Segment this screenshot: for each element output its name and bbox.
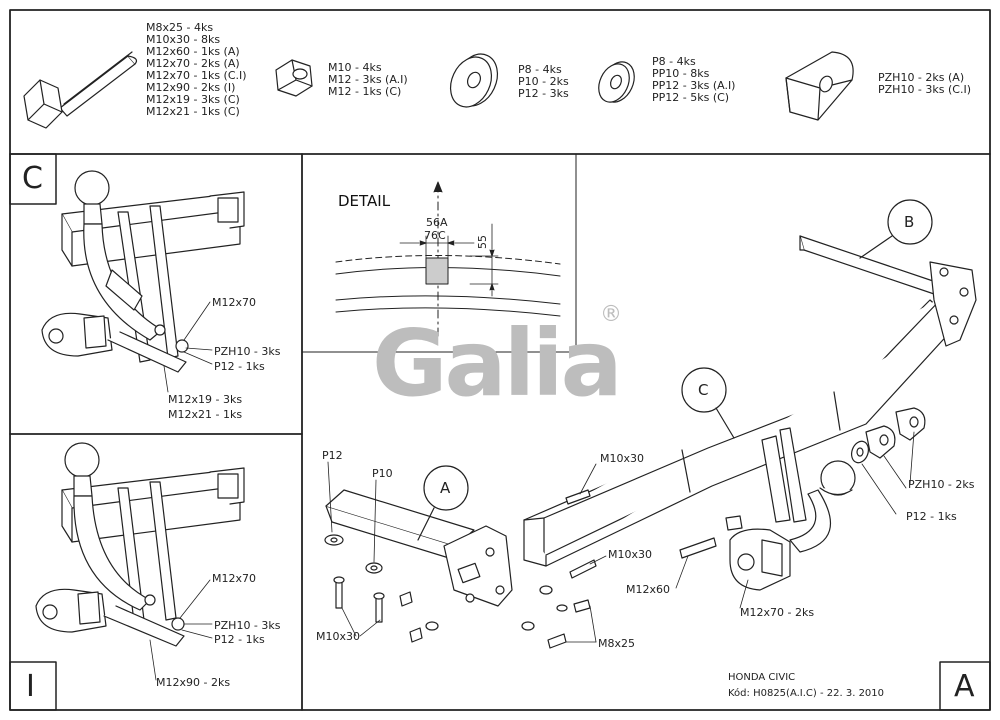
callout-c-circle bbox=[681, 367, 735, 439]
washer-pp-list-item: PP12 - 5ks (C) bbox=[652, 91, 730, 104]
callout-a-circle bbox=[417, 465, 469, 541]
callout-a-label: A bbox=[440, 479, 451, 497]
drawing-frame bbox=[9, 9, 991, 711]
bolt-list: M8x25 - 4ks M10x30 - 8ks M12x60 - 1ks (A… bbox=[146, 22, 247, 118]
panel-c-label: M12x70 bbox=[212, 296, 256, 309]
panel-leaders bbox=[149, 301, 213, 681]
label-m10x30-mid: M10x30 bbox=[608, 548, 652, 561]
spacer-list-item: PZH10 - 3ks (C.I) bbox=[878, 83, 972, 96]
washer-p-list-item: P10 - 2ks bbox=[518, 75, 569, 88]
panel-i-drawing bbox=[35, 442, 245, 647]
model-name: HONDA CIVIC bbox=[728, 672, 796, 683]
detail-title: DETAIL bbox=[338, 192, 391, 210]
panel-c-letter: C bbox=[22, 161, 43, 196]
panel-c-label: PZH10 - 3ks bbox=[214, 345, 281, 358]
panel-i-label: M12x90 - 2ks bbox=[156, 676, 231, 689]
callout-b-label: B bbox=[904, 213, 915, 231]
washer-pp-list-item: PP10 - 8ks bbox=[652, 67, 710, 80]
detail-drawing bbox=[335, 181, 561, 341]
panel-i-letter: I bbox=[26, 669, 35, 704]
washer-p-list: P8 - 4ks P10 - 2ks P12 - 3ks bbox=[518, 64, 569, 100]
label-p12: P12 bbox=[322, 449, 343, 462]
bolt-list-item: M12x70 - 1ks (C.I) bbox=[146, 69, 247, 82]
letter-boxes bbox=[9, 153, 991, 711]
nut-list-item: M10 - 4ks bbox=[328, 61, 382, 74]
washer-p-list-item: P8 - 4ks bbox=[518, 63, 562, 76]
panel-c-drawing bbox=[41, 170, 245, 373]
bolt-list-item: M12x70 - 2ks (A) bbox=[146, 57, 240, 70]
variant-letter: A bbox=[954, 669, 975, 704]
galia-logo: Galia bbox=[372, 310, 623, 417]
main-assembly-drawing bbox=[324, 235, 977, 649]
bolt-drawing bbox=[23, 51, 138, 129]
bolt-list-item: M8x25 - 4ks bbox=[146, 21, 214, 34]
spacer-list: PZH10 - 2ks (A) PZH10 - 3ks (C.I) bbox=[878, 72, 971, 96]
bolt-list-item: M12x19 - 3ks (C) bbox=[146, 93, 240, 106]
detail-dim-55: 55 bbox=[476, 235, 489, 249]
bolt-list-item: M12x60 - 1ks (A) bbox=[146, 45, 240, 58]
detail-dim-56a: 56A bbox=[426, 216, 448, 229]
nut-list-item: M12 - 3ks (A.I) bbox=[328, 73, 408, 86]
panel-c-label: M12x21 - 1ks bbox=[168, 408, 243, 421]
label-m8x25: M8x25 bbox=[598, 637, 635, 650]
label-p12-1ks: P12 - 1ks bbox=[906, 510, 957, 523]
spacer-list-item: PZH10 - 2ks (A) bbox=[878, 71, 965, 84]
washer-pp-list-item: P8 - 4ks bbox=[652, 55, 696, 68]
panel-c-label: P12 - 1ks bbox=[214, 360, 265, 373]
detail-dim-76c: 76C bbox=[424, 229, 446, 242]
panel-i-label: M12x70 bbox=[212, 572, 256, 585]
panel-i-label: P12 - 1ks bbox=[214, 633, 265, 646]
label-m10x30-left: M10x30 bbox=[316, 630, 360, 643]
callout-b-circle bbox=[859, 199, 933, 259]
washer-p-list-item: P12 - 3ks bbox=[518, 87, 569, 100]
spacer-pzh-drawing bbox=[785, 51, 854, 121]
label-p10: P10 bbox=[372, 467, 393, 480]
registered-mark: ® bbox=[600, 302, 622, 327]
washer-pp-drawing bbox=[598, 61, 635, 103]
panel-c-label: M12x19 - 3ks bbox=[168, 393, 243, 406]
nut-list: M10 - 4ks M12 - 3ks (A.I) M12 - 1ks (C) bbox=[328, 62, 408, 98]
bolt-list-item: M12x21 - 1ks (C) bbox=[146, 105, 240, 118]
washer-p-drawing bbox=[449, 53, 499, 108]
main-leaders bbox=[327, 431, 915, 643]
label-m12x60: M12x60 bbox=[626, 583, 670, 596]
detail-box-border bbox=[301, 153, 577, 353]
label-m12x70: M12x70 - 2ks bbox=[740, 606, 815, 619]
nut-drawing bbox=[275, 59, 313, 97]
washer-pp-list-item: PP12 - 3ks (A.I) bbox=[652, 79, 736, 92]
label-pzh10: PZH10 - 2ks bbox=[908, 478, 975, 491]
label-m10x30-top: M10x30 bbox=[600, 452, 644, 465]
drawing-code: Kód: H0825(A.I.C) - 22. 3. 2010 bbox=[728, 688, 885, 699]
callout-c-label: C bbox=[698, 381, 709, 399]
panel-i-label: PZH10 - 3ks bbox=[214, 619, 281, 632]
bolt-list-item: M12x90 - 2ks (I) bbox=[146, 81, 236, 94]
bolt-list-item: M10x30 - 8ks bbox=[146, 33, 221, 46]
washer-pp-list: P8 - 4ks PP10 - 8ks PP12 - 3ks (A.I) PP1… bbox=[652, 56, 735, 104]
nut-list-item: M12 - 1ks (C) bbox=[328, 85, 402, 98]
